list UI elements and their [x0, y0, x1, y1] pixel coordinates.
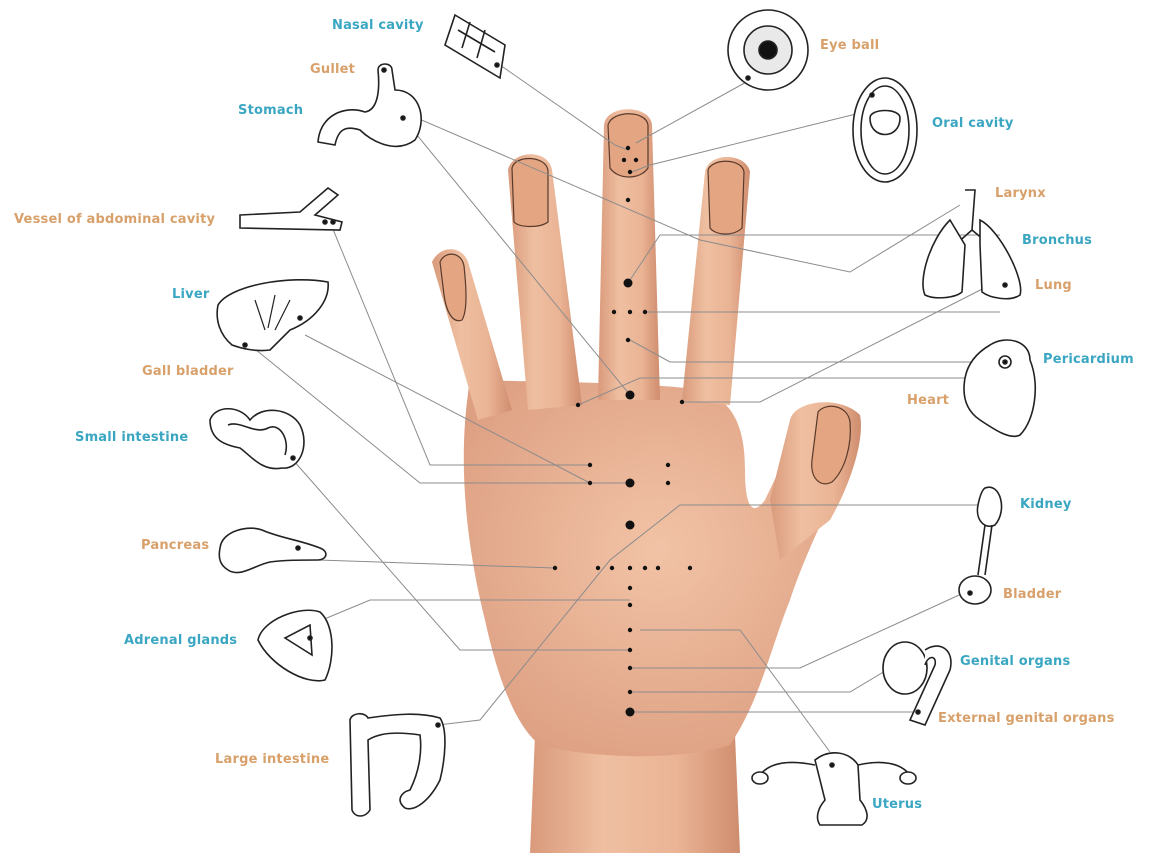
- label-larynx: Larynx: [995, 186, 1046, 201]
- point: [680, 400, 684, 404]
- point: [626, 708, 635, 717]
- point: [628, 586, 632, 590]
- hand: [432, 109, 861, 853]
- vessel-icon: [240, 188, 342, 230]
- point: [610, 566, 614, 570]
- point: [626, 479, 635, 488]
- point: [634, 158, 638, 162]
- label-stomach: Stomach: [238, 103, 303, 118]
- point: [666, 481, 670, 485]
- point: [628, 566, 632, 570]
- point: [643, 566, 647, 570]
- small-intestine-icon: [210, 409, 304, 469]
- label-heart: Heart: [907, 393, 949, 408]
- point: [628, 648, 632, 652]
- label-kidney: Kidney: [1020, 497, 1072, 512]
- label-small-intestine: Small intestine: [75, 430, 188, 445]
- point: [626, 198, 630, 202]
- pancreas-icon: [219, 528, 326, 572]
- point: [643, 310, 647, 314]
- label-adrenal-glands: Adrenal glands: [124, 633, 237, 648]
- middle-face-sketch: [608, 114, 648, 177]
- label-gullet: Gullet: [310, 62, 355, 77]
- leader-eyeball: [636, 80, 750, 143]
- large-intestine-icon: [350, 714, 445, 816]
- eye-ball-icon: [728, 10, 808, 90]
- point: [588, 481, 592, 485]
- adrenal-glands-icon: [258, 610, 332, 681]
- label-gall-bladder: Gall bladder: [142, 364, 234, 379]
- point: [626, 338, 630, 342]
- point: [688, 566, 692, 570]
- leader-oral: [632, 113, 860, 172]
- nasal-cavity-icon: [445, 15, 505, 78]
- ring-hand-sketch: [512, 158, 548, 226]
- point: [628, 310, 632, 314]
- point: [553, 566, 557, 570]
- uterus-icon: [752, 753, 916, 825]
- label-large-intestine: Large intestine: [215, 752, 329, 767]
- point: [628, 170, 632, 174]
- point: [626, 521, 635, 530]
- point: [576, 403, 580, 407]
- lungs-icon: [923, 190, 1021, 299]
- point: [596, 566, 600, 570]
- label-external-genital-organs: External genital organs: [938, 711, 1115, 726]
- point: [626, 391, 635, 400]
- point: [628, 666, 632, 670]
- pinky-foot-sketch: [440, 254, 466, 321]
- heart-icon: [964, 340, 1035, 436]
- oral-cavity-icon: [853, 78, 917, 182]
- label-vessel: Vessel of abdominal cavity: [14, 212, 215, 227]
- point: [628, 628, 632, 632]
- label-liver: Liver: [172, 287, 209, 302]
- label-pericardium: Pericardium: [1043, 352, 1134, 367]
- point: [666, 463, 670, 467]
- label-pancreas: Pancreas: [141, 538, 209, 553]
- point: [622, 158, 626, 162]
- label-bladder: Bladder: [1003, 587, 1061, 602]
- label-lung: Lung: [1035, 278, 1072, 293]
- point: [628, 603, 632, 607]
- point: [612, 310, 616, 314]
- label-genital-organs: Genital organs: [960, 654, 1070, 669]
- label-eye-ball: Eye ball: [820, 38, 879, 53]
- label-bronchus: Bronchus: [1022, 233, 1092, 248]
- label-oral-cavity: Oral cavity: [932, 116, 1014, 131]
- point: [626, 146, 630, 150]
- index-hand-sketch: [708, 161, 744, 234]
- label-nasal-cavity: Nasal cavity: [332, 18, 424, 33]
- point: [588, 463, 592, 467]
- point: [624, 279, 633, 288]
- point: [628, 690, 632, 694]
- label-uterus: Uterus: [872, 797, 922, 812]
- point: [656, 566, 660, 570]
- liver-icon: [217, 280, 328, 351]
